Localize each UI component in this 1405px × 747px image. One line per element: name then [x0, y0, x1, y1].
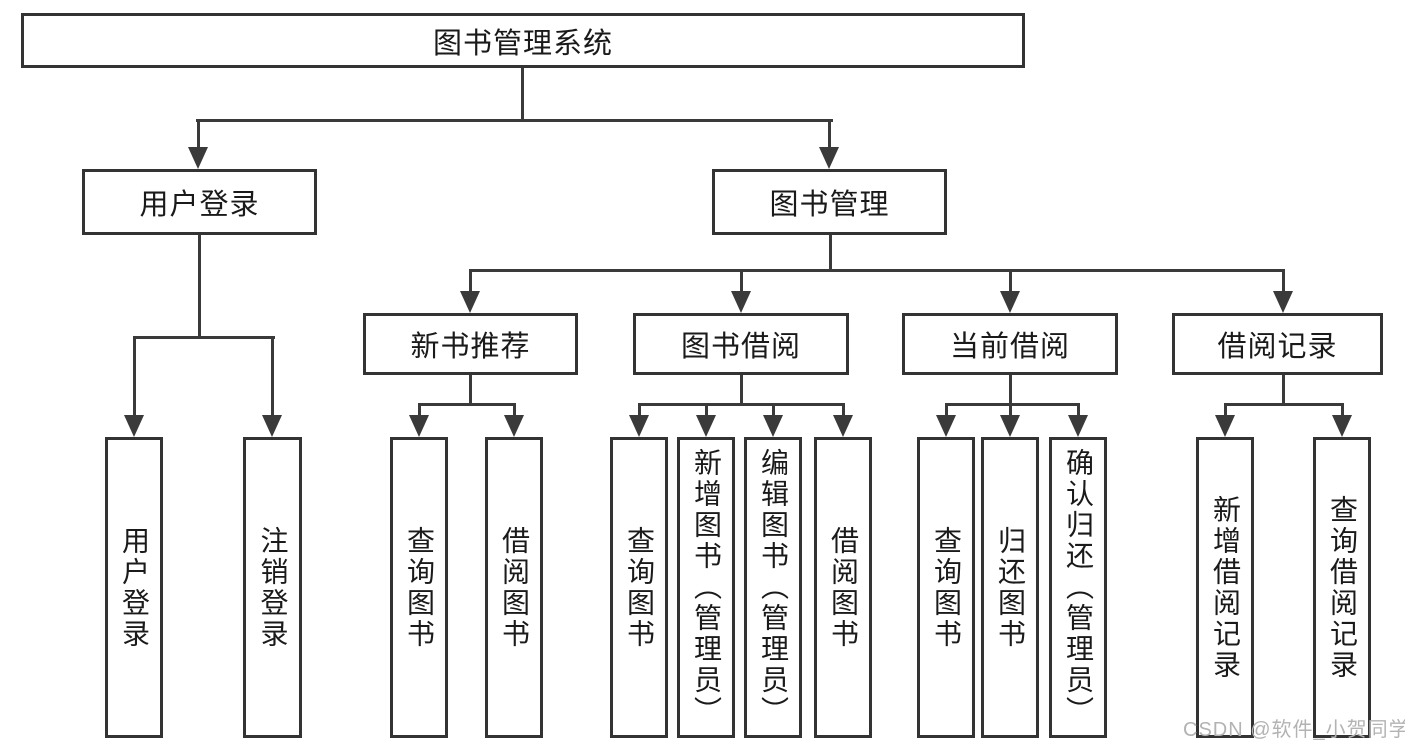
- node-library-management-system: 图书管理系统: [21, 13, 1025, 68]
- connector-current-borrow-rail: [945, 403, 1080, 406]
- connector-drop-current-borrow: [1009, 269, 1012, 293]
- connector-drop-book-borrow: [740, 269, 743, 293]
- leaf-label: 查询图书: [624, 525, 655, 650]
- arrow-down-icon: [819, 147, 839, 169]
- node-book-management: 图书管理: [712, 169, 947, 235]
- arrow-down-icon: [460, 291, 480, 313]
- leaf-borrow-borrow-books: 借阅图书: [814, 437, 872, 738]
- arrow-down-icon: [936, 415, 956, 437]
- connector-book-management-stem: [829, 235, 832, 271]
- arrow-down-icon: [1000, 415, 1020, 437]
- arrow-down-icon: [763, 415, 783, 437]
- leaf-label: 借阅图书: [499, 525, 530, 650]
- connector-drop-leaf: [705, 403, 708, 418]
- leaf-label: 编辑图书（管理员）: [758, 448, 789, 727]
- connector-drop-leaf: [513, 403, 516, 418]
- node-label: 用户登录: [139, 189, 260, 221]
- leaf-label: 新增图书（管理员）: [691, 448, 722, 727]
- arrow-down-icon: [629, 415, 649, 437]
- leaf-borrow-edit-books-admin: 编辑图书（管理员）: [744, 437, 802, 738]
- connector-book-borrow-rail: [638, 403, 845, 406]
- arrow-down-icon: [1332, 415, 1352, 437]
- connector-drop-leaf: [638, 403, 641, 418]
- arrow-down-icon: [1068, 415, 1088, 437]
- leaf-records-add-record: 新增借阅记录: [1196, 437, 1254, 738]
- connector-borrow-records-stem: [1282, 375, 1285, 405]
- connector-new-book-rail: [418, 403, 516, 406]
- connector-level1-rail: [196, 119, 833, 122]
- node-label: 图书管理系统: [432, 27, 613, 60]
- leaf-borrow-add-books-admin: 新增图书（管理员）: [677, 437, 735, 738]
- connector-user-login-rail: [133, 336, 275, 339]
- arrow-down-icon: [1215, 415, 1235, 437]
- connector-drop-leaf: [772, 403, 775, 418]
- leaf-current-confirm-return-admin: 确认归还（管理员）: [1049, 437, 1107, 738]
- leaf-logout: 注销登录: [243, 437, 302, 738]
- node-label: 当前借阅: [949, 331, 1070, 363]
- connector-user-login-stem: [198, 235, 201, 338]
- connector-level3-rail: [469, 269, 1285, 272]
- leaf-label: 查询图书: [931, 525, 962, 650]
- leaf-user-login: 用户登录: [105, 437, 163, 738]
- node-borrow-records: 借阅记录: [1172, 313, 1383, 375]
- leaf-label: 借阅图书: [828, 525, 859, 650]
- arrow-down-icon: [696, 415, 716, 437]
- node-user-login: 用户登录: [82, 169, 317, 235]
- arrow-down-icon: [1273, 291, 1293, 313]
- node-current-borrow: 当前借阅: [902, 313, 1118, 375]
- connector-drop-leaf: [945, 403, 948, 418]
- node-book-borrow: 图书借阅: [633, 313, 849, 375]
- arrow-down-icon: [124, 415, 144, 437]
- leaf-current-return-books: 归还图书: [981, 437, 1039, 738]
- leaf-label: 新增借阅记录: [1210, 494, 1241, 681]
- leaf-label: 查询图书: [404, 525, 435, 650]
- csdn-watermark: CSDN @软件_小贺同学: [1183, 719, 1405, 741]
- connector-drop-book-management: [828, 119, 831, 149]
- leaf-records-query-record: 查询借阅记录: [1313, 437, 1371, 738]
- arrow-down-icon: [1000, 291, 1020, 313]
- connector-root-stem: [521, 68, 524, 121]
- leaf-label: 归还图书: [995, 525, 1026, 650]
- connector-drop-leaf: [1077, 403, 1080, 418]
- node-label: 图书借阅: [680, 331, 801, 363]
- connector-drop-leaf: [418, 403, 421, 418]
- leaf-borrow-query-books: 查询图书: [610, 437, 668, 738]
- arrow-down-icon: [262, 415, 282, 437]
- connector-book-borrow-stem: [740, 375, 743, 405]
- arrow-down-icon: [409, 415, 429, 437]
- leaf-newbook-query-books: 查询图书: [390, 437, 448, 738]
- leaf-label: 查询借阅记录: [1327, 494, 1358, 681]
- node-label: 借阅记录: [1217, 331, 1338, 363]
- arrow-down-icon: [188, 147, 208, 169]
- connector-drop-leaf-logout: [271, 336, 274, 418]
- connector-borrow-records-rail: [1224, 403, 1344, 406]
- arrow-down-icon: [504, 415, 524, 437]
- leaf-newbook-borrow-books: 借阅图书: [485, 437, 543, 738]
- connector-drop-leaf: [1341, 403, 1344, 418]
- leaf-label: 确认归还（管理员）: [1063, 448, 1094, 727]
- connector-drop-leaf: [842, 403, 845, 418]
- leaf-label: 注销登录: [257, 525, 289, 650]
- node-new-book-recommend: 新书推荐: [363, 313, 578, 375]
- leaf-current-query-books: 查询图书: [917, 437, 975, 738]
- node-label: 新书推荐: [410, 331, 531, 363]
- arrow-down-icon: [731, 291, 751, 313]
- connector-current-borrow-stem: [1009, 375, 1012, 405]
- connector-drop-leaf: [1224, 403, 1227, 418]
- connector-drop-leaf: [1009, 403, 1012, 418]
- leaf-label: 用户登录: [119, 525, 150, 650]
- connector-drop-leaf-user-login: [133, 336, 136, 418]
- connector-drop-borrow-records: [1282, 269, 1285, 293]
- connector-drop-user-login: [197, 119, 200, 149]
- node-label: 图书管理: [769, 189, 890, 221]
- arrow-down-icon: [833, 415, 853, 437]
- connector-drop-new-book: [469, 269, 472, 293]
- connector-new-book-stem: [469, 375, 472, 405]
